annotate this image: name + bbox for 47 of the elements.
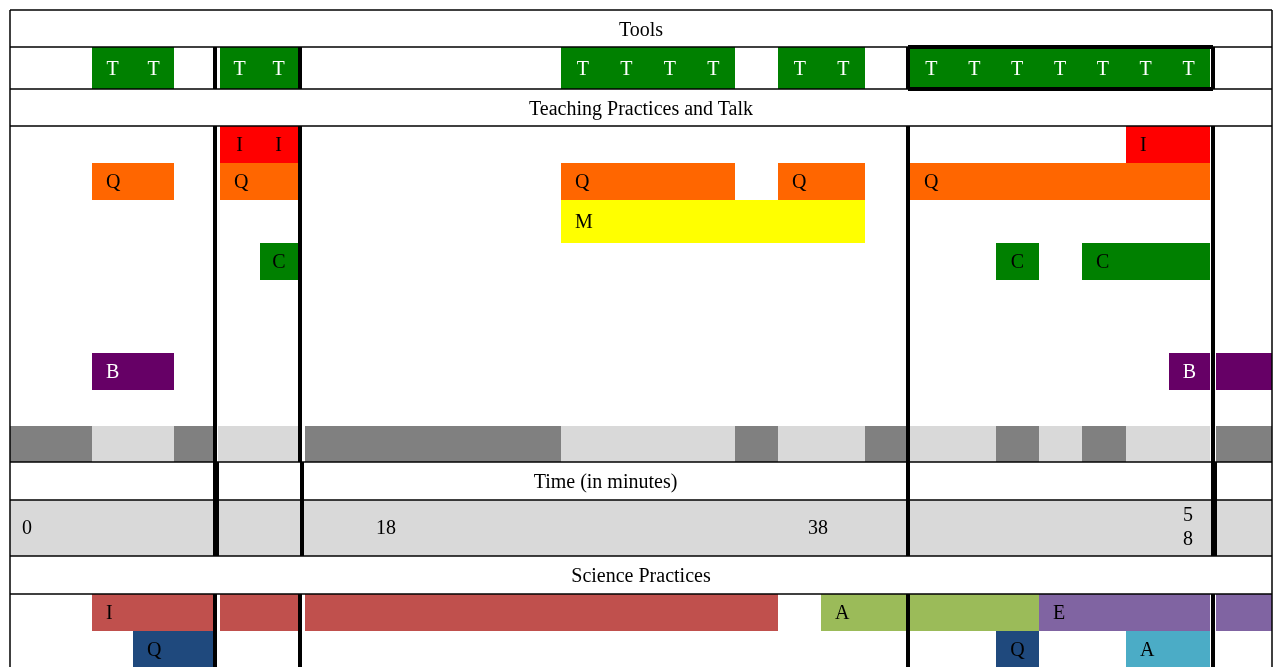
- code-bar: T: [1124, 47, 1168, 89]
- code-bar: C: [1082, 243, 1210, 280]
- code-bar: Q: [220, 163, 298, 200]
- code-bar: C: [996, 243, 1039, 280]
- code-bar: Q: [133, 631, 213, 667]
- code-bar: T: [778, 47, 822, 89]
- code-bar: T: [133, 47, 174, 89]
- code-bar: M: [561, 200, 865, 243]
- code-bar: Q: [561, 163, 735, 200]
- code-bar: T: [910, 47, 953, 89]
- code-bar: T: [92, 47, 133, 89]
- code-bar: T: [259, 47, 298, 89]
- code-bar: T: [220, 47, 259, 89]
- time-tick: 58: [1183, 502, 1194, 551]
- code-bar: A: [821, 594, 906, 631]
- time-tick: 18: [376, 515, 397, 540]
- code-bar: Q: [92, 163, 174, 200]
- code-bar: T: [821, 47, 865, 89]
- code-bar: [220, 594, 298, 631]
- code-bar: T: [1081, 47, 1125, 89]
- time-tick: 0: [22, 515, 33, 540]
- row-heading: Time (in minutes): [532, 469, 679, 495]
- code-bar: T: [604, 47, 648, 89]
- code-bar: Q: [778, 163, 865, 200]
- row-heading: Teaching Practices and Talk: [528, 95, 754, 122]
- code-bar: I: [259, 126, 298, 163]
- code-bar: T: [561, 47, 605, 89]
- code-bar: [910, 594, 1039, 631]
- code-bar: E: [1039, 594, 1210, 631]
- code-bar: A: [1126, 631, 1210, 667]
- code-bar: [1216, 353, 1272, 390]
- time-tick: 38: [808, 515, 829, 540]
- row-heading: Tools: [617, 16, 665, 42]
- code-bar: Q: [910, 163, 1210, 200]
- code-bar: [305, 594, 778, 631]
- code-bar: T: [691, 47, 735, 89]
- code-bar: I: [220, 126, 259, 163]
- code-bar: [1216, 594, 1272, 631]
- code-bar: B: [92, 353, 174, 390]
- code-bar: Q: [996, 631, 1039, 667]
- code-bar: T: [648, 47, 692, 89]
- code-bar: I: [92, 594, 213, 631]
- code-bar: B: [1169, 353, 1210, 390]
- code-bar: C: [260, 243, 298, 280]
- row-heading: Science Practices: [570, 563, 712, 588]
- code-bar: T: [1167, 47, 1210, 89]
- code-bar: I: [1126, 126, 1210, 163]
